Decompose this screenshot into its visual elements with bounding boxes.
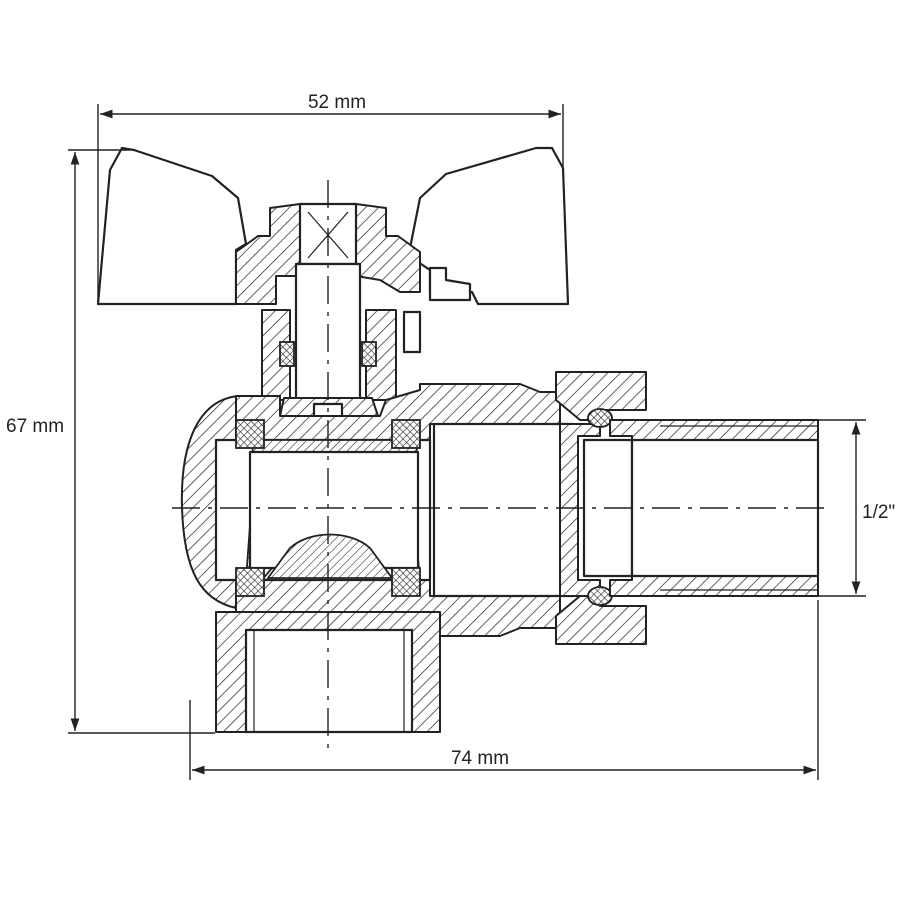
length-label: 74 mm	[451, 748, 509, 769]
dimension-height: 67 mm	[6, 149, 215, 734]
ball-seat-seal-br	[391, 567, 421, 597]
dimension-length: 74 mm	[189, 600, 819, 780]
center-lines	[172, 180, 830, 750]
ball-seat-seal-bl	[235, 567, 265, 597]
stem-seal-right	[361, 341, 377, 367]
valve-body	[180, 383, 576, 637]
union-oring-top	[587, 408, 613, 428]
ball-seat-seal-tl	[235, 419, 265, 449]
stem-seal-left	[279, 341, 295, 367]
ball-seat-seal-tr	[391, 419, 421, 449]
dimension-thread: 1/2"	[818, 419, 895, 597]
height-label: 67 mm	[6, 416, 64, 437]
thread-label: 1/2"	[862, 502, 895, 523]
width-label: 52 mm	[308, 92, 366, 113]
union-oring-bottom	[587, 586, 613, 606]
dimension-width: 52 mm	[97, 92, 564, 305]
handle-wing-left	[96, 146, 248, 306]
